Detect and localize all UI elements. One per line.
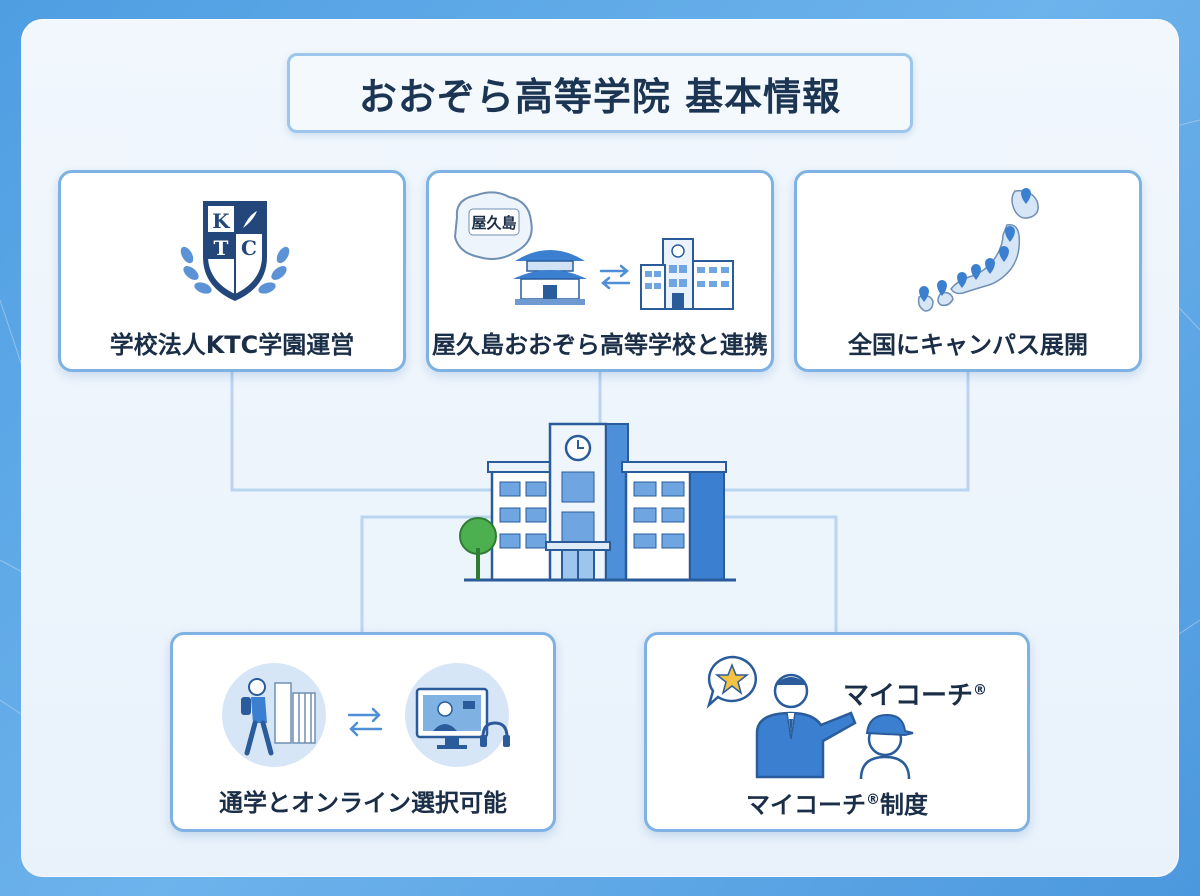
page-title: おおぞら高等学院 基本情報 (358, 74, 842, 119)
mycoach-heading-reg: ® (973, 682, 988, 699)
student-cap-icon (859, 713, 914, 779)
mycoach-heading: マイコーチ® (843, 675, 987, 712)
crest-letter-t: T (214, 236, 229, 260)
central-school-icon (459, 422, 736, 582)
mycoach-heading-text: マイコーチ (843, 681, 974, 711)
card-label-operation: 学校法人KTC学園運営 (109, 331, 355, 359)
online-class-icon (405, 663, 510, 767)
star-speech-bubble-icon (706, 655, 757, 709)
japan-map-icon (917, 188, 1039, 312)
card-label-commute: 通学とオンライン選択可能 (219, 789, 507, 817)
card-my-coach: マイコーチ® マイコーチ®制度 (644, 632, 1030, 832)
mycoach-label-suffix: 制度 (880, 791, 928, 819)
shield-crest-icon: K T C (180, 201, 290, 301)
card-label-mycoach: マイコーチ®制度 (647, 785, 1027, 820)
map-pin-icon (919, 188, 1031, 302)
card-commute-online: 通学とオンライン選択可能 (170, 632, 556, 832)
crest-letter-k: K (212, 209, 230, 233)
card-label-partnership: 屋久島おおぞら高等学校と連携 (432, 331, 768, 359)
crest-letter-c: C (241, 236, 257, 260)
island-label: 屋久島 (471, 214, 516, 232)
exchange-arrows-icon (347, 707, 383, 737)
yakushima-island-icon: 屋久島 (453, 191, 533, 260)
card-ktc-operation: K T C 学校法人KTC学園運営 (58, 170, 406, 372)
student-walking-icon (222, 663, 326, 767)
mycoach-label-main: マイコーチ (746, 791, 866, 819)
card-nationwide-campuses: 全国にキャンパス展開 (794, 170, 1142, 372)
school-building-icon (640, 238, 734, 310)
card-label-campuses: 全国にキャンパス展開 (848, 331, 1088, 359)
title-box: おおぞら高等学院 基本情報 (287, 53, 913, 133)
card-yakushima-partnership: 屋久島 屋久島おおぞら高等学校と連携 (426, 170, 774, 372)
exchange-arrows-icon (599, 264, 631, 290)
coach-icon (755, 673, 857, 779)
tree-icon (459, 517, 497, 580)
japanese-temple-icon (513, 250, 587, 305)
mycoach-label-reg: ® (866, 792, 880, 808)
